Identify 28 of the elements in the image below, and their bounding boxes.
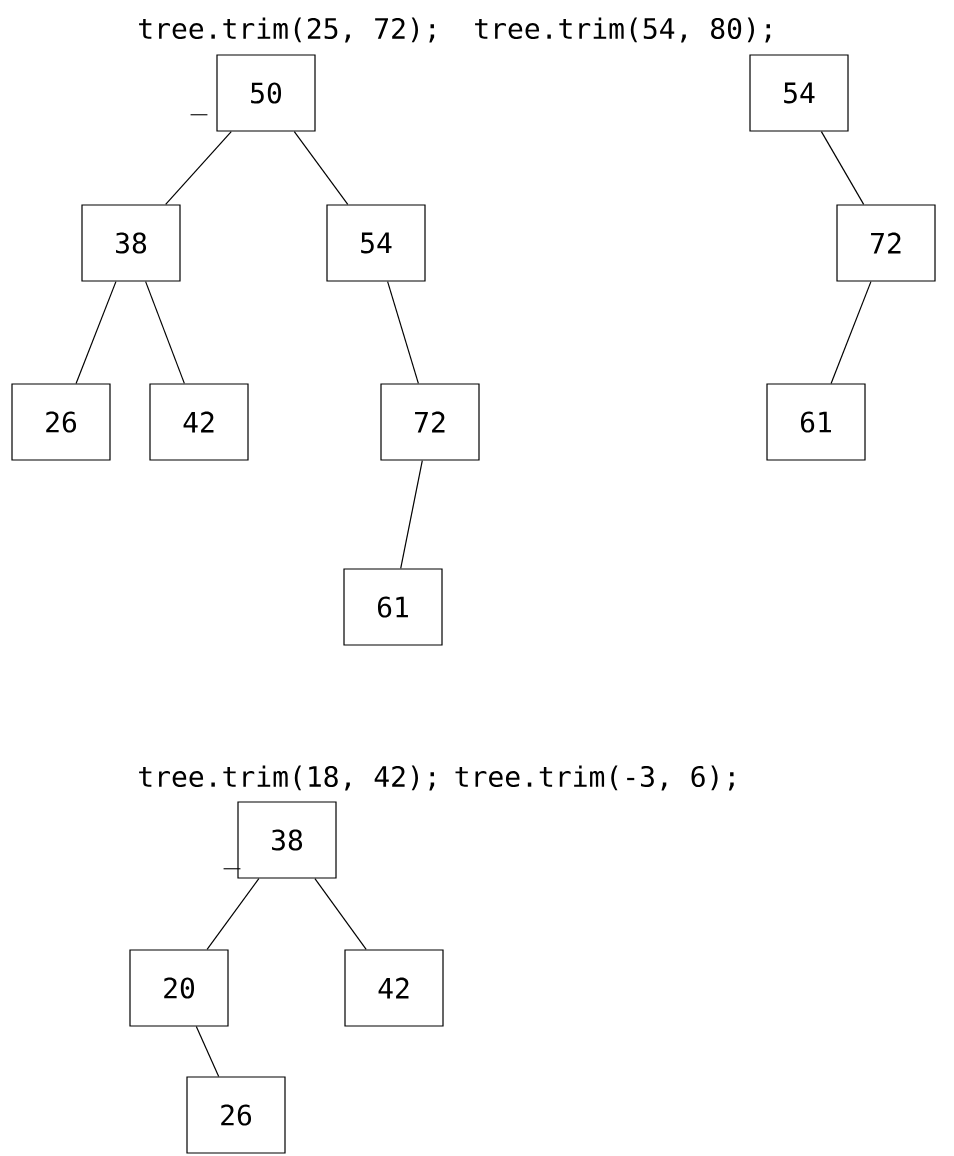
tree-node-box: 72 bbox=[836, 204, 936, 282]
code-line: tree.trim(-3, 6); bbox=[455, 765, 734, 791]
tree-node-box: 54 bbox=[326, 204, 426, 282]
tree-node-box: 61 bbox=[766, 383, 866, 461]
underscore-mark: _ bbox=[223, 868, 241, 870]
tree-node-box: 42 bbox=[344, 949, 444, 1027]
tree-edge bbox=[400, 460, 423, 569]
tree-node-box: 20 bbox=[129, 949, 229, 1027]
tree-node-box: 42 bbox=[149, 383, 249, 461]
tree-node-box: 26 bbox=[11, 383, 111, 461]
tree-edge bbox=[145, 281, 185, 384]
tree-edge bbox=[830, 281, 872, 384]
tree-node-box: 50 bbox=[216, 54, 316, 132]
tree-node-box: 72 bbox=[380, 383, 480, 461]
tree-edge bbox=[293, 131, 349, 205]
tree-edge bbox=[820, 131, 865, 205]
tree-edge bbox=[206, 878, 260, 950]
code-line: tree.trim(54, 80); bbox=[475, 17, 771, 43]
tree-edge bbox=[165, 131, 232, 205]
tree-edge bbox=[75, 281, 117, 384]
underscore-mark: _ bbox=[190, 114, 208, 116]
tree-edge bbox=[195, 1026, 220, 1077]
tree-edge bbox=[314, 878, 367, 950]
tree-node-box: 54 bbox=[749, 54, 849, 132]
tree-node-box: 61 bbox=[343, 568, 443, 646]
tree-edge bbox=[387, 281, 419, 384]
tree-node-box: 26 bbox=[186, 1076, 286, 1154]
tree-node-box: 38 bbox=[81, 204, 181, 282]
